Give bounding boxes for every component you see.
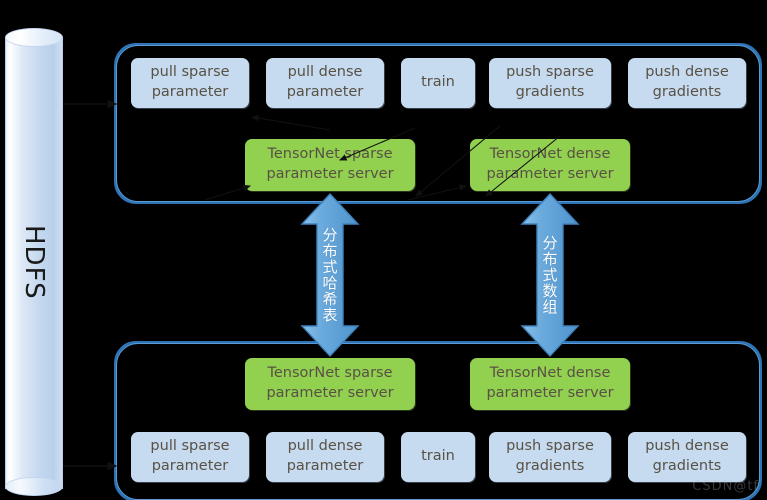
watermark: CSDN@tf: [692, 479, 759, 494]
task-box-push-sparse-gradients-bottom[interactable]: push sparse gradients: [489, 432, 611, 482]
distributed-array-arrow: 分布式数组: [519, 192, 581, 358]
server-box-tensornet-sparse-parameter-server-top[interactable]: TensorNet sparse parameter server: [245, 139, 415, 191]
task-box-push-dense-gradients-bottom[interactable]: push dense gradients: [628, 432, 746, 482]
task-box-train-bottom[interactable]: train: [401, 432, 475, 482]
task-box-pull-dense-parameter-bottom[interactable]: pull dense parameter: [266, 432, 384, 482]
cylinder-bottom-cap: [5, 477, 63, 496]
task-box-pull-dense-parameter-top[interactable]: pull dense parameter: [266, 58, 384, 108]
server-box-tensornet-dense-parameter-server-bottom[interactable]: TensorNet dense parameter server: [470, 358, 630, 410]
cylinder-top-cap: [5, 28, 63, 47]
distributed-hash-table-arrow: 分布式哈希表: [299, 192, 361, 358]
task-box-push-sparse-gradients-top[interactable]: push sparse gradients: [489, 58, 611, 108]
server-box-tensornet-sparse-parameter-server-bottom[interactable]: TensorNet sparse parameter server: [245, 358, 415, 410]
worker-group-top: [114, 43, 762, 204]
task-box-push-dense-gradients-top[interactable]: push dense gradients: [628, 58, 746, 108]
hdfs-cylinder: HDFS: [5, 28, 63, 496]
task-box-pull-sparse-parameter-bottom[interactable]: pull sparse parameter: [131, 432, 249, 482]
task-box-pull-sparse-parameter-top[interactable]: pull sparse parameter: [131, 58, 249, 108]
server-box-tensornet-dense-parameter-server-top[interactable]: TensorNet dense parameter server: [470, 139, 630, 191]
task-box-train-top[interactable]: train: [401, 58, 475, 108]
cylinder-body: [5, 37, 63, 489]
